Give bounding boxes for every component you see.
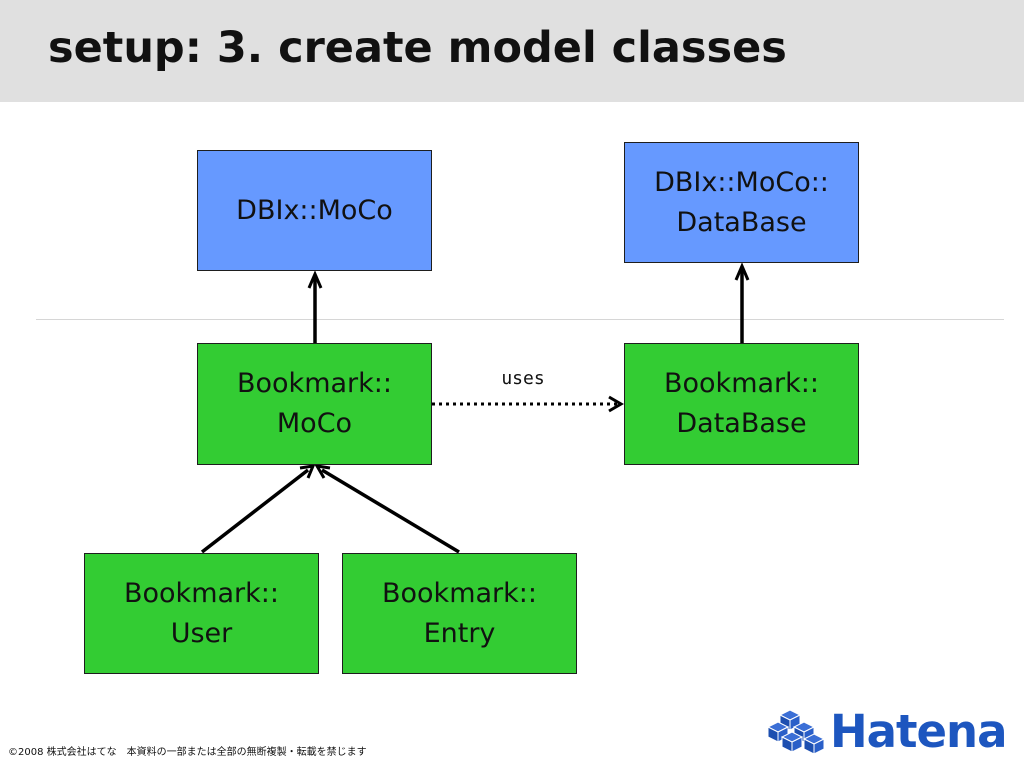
hatena-logo-text: Hatena bbox=[830, 705, 1007, 758]
inherit-arrow-user bbox=[200, 464, 316, 554]
copyright-footer: ©2008 株式会社はてな 本資料の一部または全部の無断複製・転載を禁じます bbox=[8, 747, 367, 758]
slide-title: setup: 3. create model classes bbox=[48, 23, 787, 73]
uses-label: uses bbox=[501, 368, 545, 389]
class-bookmark-database: Bookmark:: DataBase bbox=[624, 343, 859, 465]
inherit-arrow-database bbox=[734, 262, 750, 343]
inherit-arrow-moco bbox=[307, 270, 323, 343]
hatena-cubes-icon bbox=[766, 709, 826, 755]
class-bookmark-user: Bookmark:: User bbox=[84, 553, 319, 674]
class-bookmark-moco: Bookmark:: MoCo bbox=[197, 343, 432, 465]
class-bookmark-entry: Bookmark:: Entry bbox=[342, 553, 577, 674]
uses-arrow bbox=[432, 395, 624, 413]
inherit-arrow-entry bbox=[314, 464, 460, 554]
class-dbix-moco-database: DBIx::MoCo:: DataBase bbox=[624, 142, 859, 263]
title-bar: setup: 3. create model classes bbox=[0, 0, 1024, 102]
class-dbix-moco: DBIx::MoCo bbox=[197, 150, 432, 271]
hatena-logo: Hatena bbox=[764, 705, 1007, 758]
divider-line bbox=[36, 319, 1004, 320]
